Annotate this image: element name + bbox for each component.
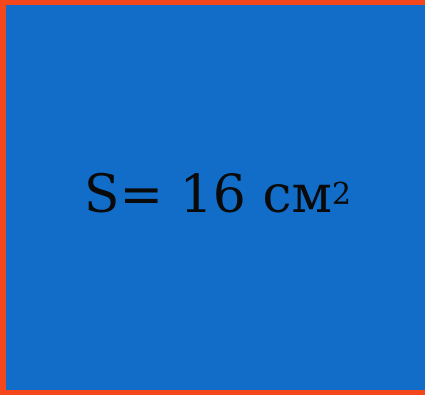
area-value-text: S= 16 см xyxy=(83,164,332,225)
